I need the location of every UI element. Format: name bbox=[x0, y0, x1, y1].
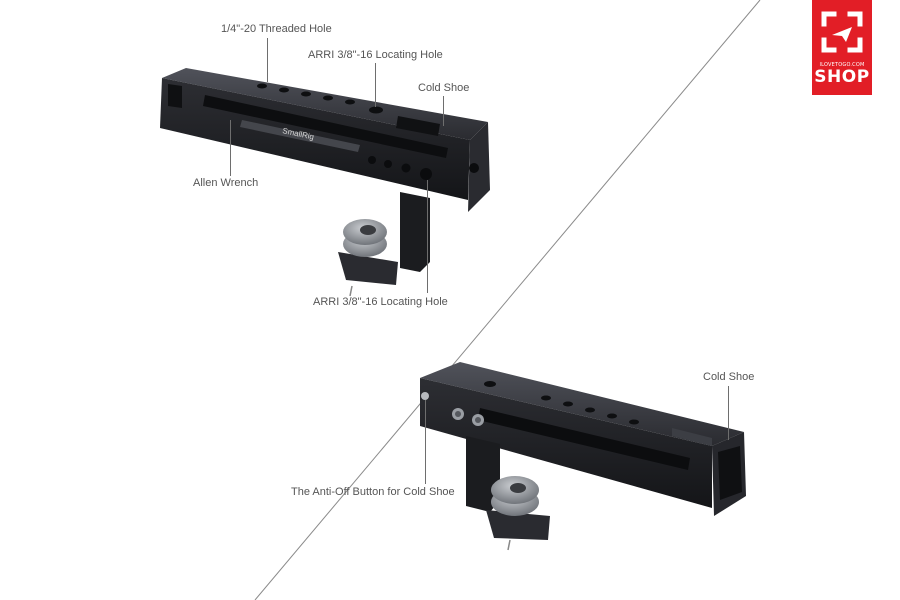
leader-arri-bottom bbox=[427, 180, 428, 293]
bottom-handle bbox=[420, 362, 746, 551]
leader-anti-off bbox=[425, 400, 426, 484]
leader-arri-top bbox=[375, 63, 376, 107]
callout-threaded-hole: 1/4"-20 Threaded Hole bbox=[221, 23, 332, 35]
shop-logo[interactable]: ILOVETOGO.COM SHOP bbox=[812, 0, 872, 95]
leader-cold-shoe-bottom bbox=[728, 386, 729, 440]
callout-anti-off: The Anti-Off Button for Cold Shoe bbox=[291, 486, 455, 498]
top-handle: SmallRig bbox=[160, 68, 490, 297]
leader-threaded-hole bbox=[267, 38, 268, 82]
logo-url: ILOVETOGO.COM bbox=[819, 62, 865, 68]
leader-allen-wrench bbox=[230, 120, 231, 176]
callout-arri-bottom: ARRI 3/8"-16 Locating Hole bbox=[313, 296, 448, 308]
callout-allen-wrench: Allen Wrench bbox=[193, 177, 259, 189]
logo-word: SHOP bbox=[814, 67, 870, 87]
callout-cold-shoe-bottom: Cold Shoe bbox=[703, 371, 755, 383]
callout-arri-top: ARRI 3/8"-16 Locating Hole bbox=[308, 49, 443, 61]
callout-cold-shoe-top: Cold Shoe bbox=[418, 82, 470, 94]
leader-cold-shoe-top bbox=[443, 96, 444, 126]
diagonal-divider bbox=[254, 0, 761, 600]
frame-plane-icon bbox=[821, 11, 863, 53]
